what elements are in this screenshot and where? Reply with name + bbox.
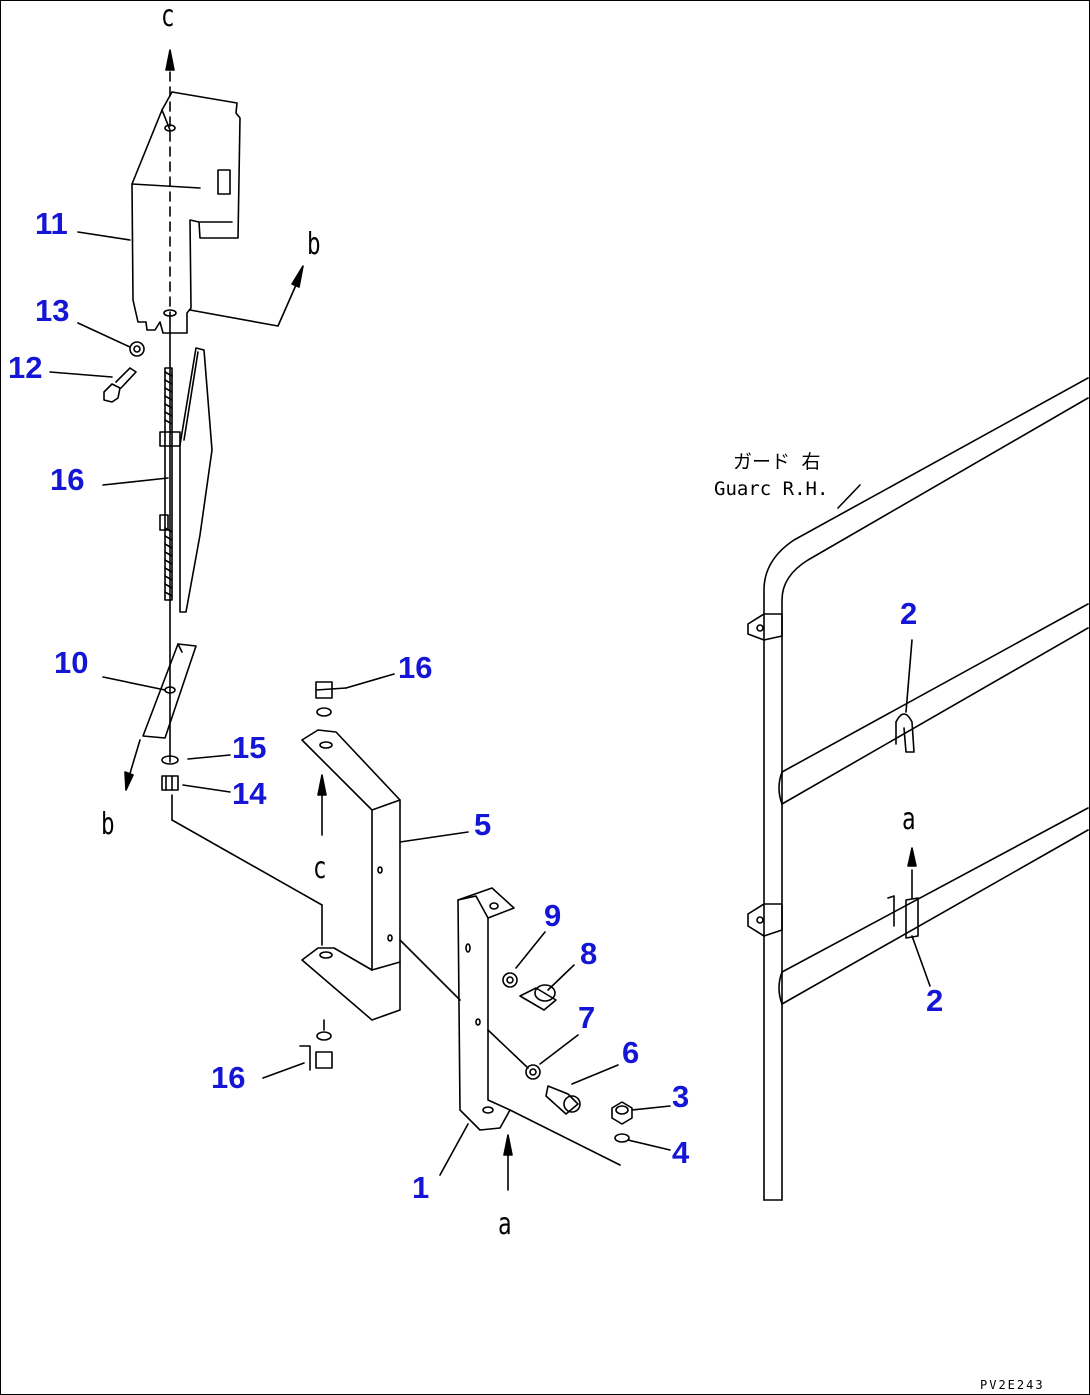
callout-8: 8 [580, 936, 598, 971]
guard-rh [747, 377, 1089, 1201]
callout-7: 7 [578, 1000, 596, 1035]
part-16-rod-assembly [159, 347, 213, 613]
centerline-upper [165, 49, 175, 763]
part-13-washer [129, 341, 145, 357]
callout-3: 3 [672, 1079, 690, 1114]
drawing-code: PV2E243 [980, 1378, 1045, 1392]
reference-b-upper [189, 265, 304, 327]
reference-b-top: b [307, 227, 321, 262]
guard-note-japanese: ガード 右 [733, 451, 821, 473]
part-6-bolt [545, 1085, 581, 1115]
part-8-bolt [519, 984, 557, 1011]
callout-12: 12 [8, 350, 43, 385]
part-5-bracket [301, 729, 401, 1021]
part-1-bracket [457, 887, 621, 1191]
callout-5: 5 [474, 807, 492, 842]
part-3-nut [611, 1101, 633, 1125]
part-7-washer [525, 1064, 541, 1080]
part-14-nut [161, 775, 179, 791]
guard-note-leader [837, 484, 861, 509]
guard-note-english: Guarc R.H. [714, 478, 829, 500]
part-4-washer [614, 1133, 630, 1143]
reference-a-right: a [902, 802, 916, 837]
reference-b-bottom: b [101, 807, 115, 842]
callout-11: 11 [35, 206, 68, 241]
alignment-line-5-1 [399, 939, 461, 1001]
callout-16-lower: 16 [211, 1060, 246, 1095]
callout-4: 4 [672, 1135, 690, 1170]
reference-c-top: c [161, 0, 175, 34]
callout-6: 6 [622, 1035, 640, 1070]
callout-13: 13 [35, 293, 70, 328]
part-11-cover [131, 91, 241, 334]
callout-15: 15 [232, 730, 267, 765]
reference-a-bottom: a [498, 1207, 512, 1242]
alignment-line-14-5 [171, 819, 323, 906]
callout-10: 10 [54, 645, 89, 680]
part-12-bolt [103, 367, 137, 403]
part-16-clip-upper [315, 681, 347, 717]
callout-1: 1 [412, 1170, 430, 1205]
callout-leaders [49, 231, 931, 1176]
reference-b-lower [124, 739, 141, 791]
part-15-washer [161, 755, 179, 765]
callout-9: 9 [544, 898, 562, 933]
part-9-washer [502, 972, 518, 988]
callout-16-upper-right: 16 [398, 650, 433, 685]
part-16-clip-lower [299, 1019, 333, 1071]
callout-2-upper: 2 [900, 596, 918, 631]
callout-14: 14 [232, 776, 267, 811]
callout-16-upper-left: 16 [50, 462, 85, 497]
reference-c-middle: c [313, 851, 327, 886]
callout-2-lower: 2 [926, 983, 944, 1018]
